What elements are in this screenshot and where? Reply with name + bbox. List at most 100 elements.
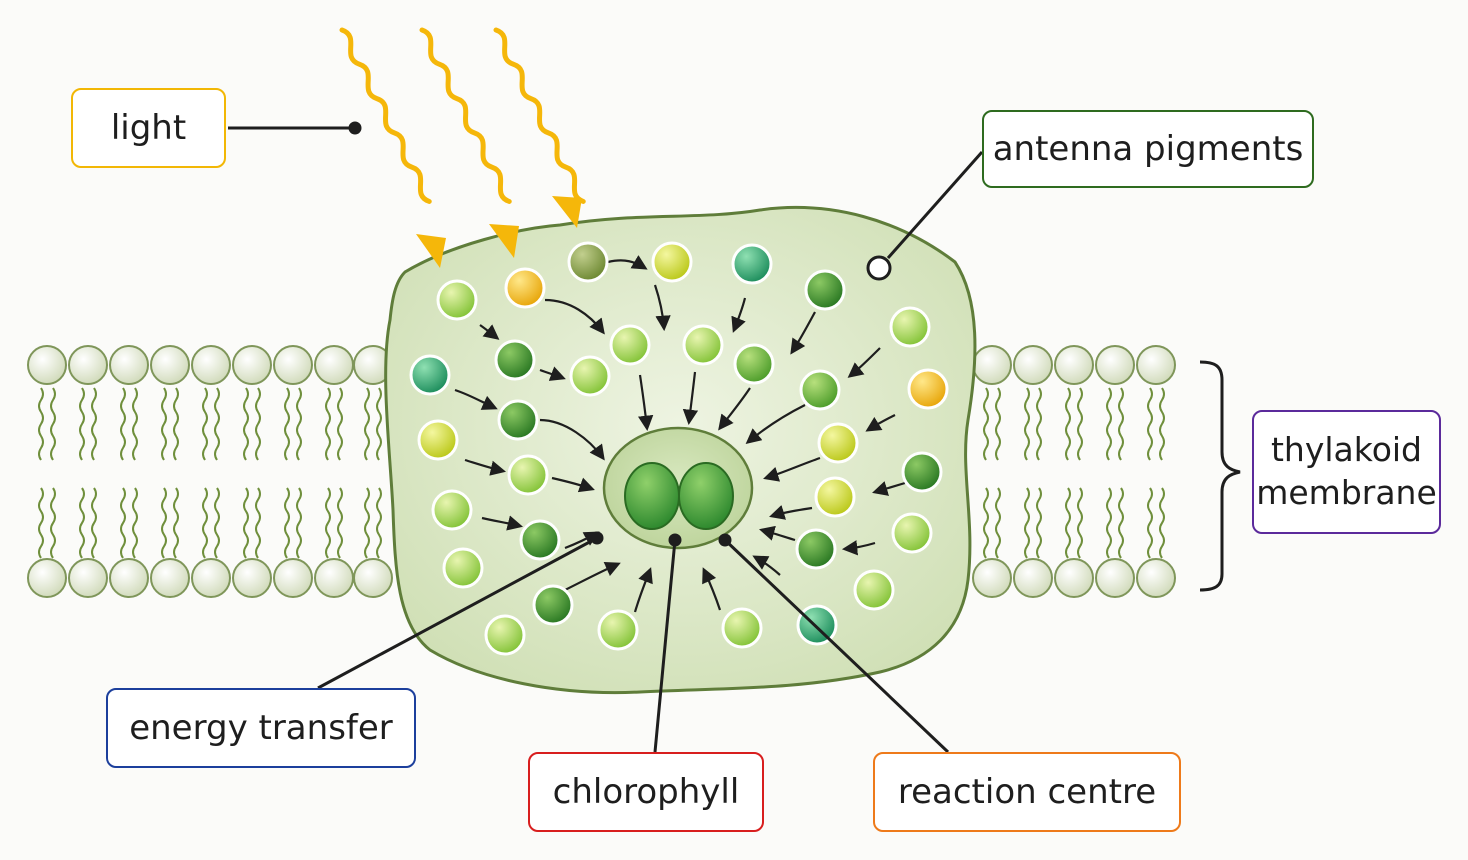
lipid-head: [1013, 558, 1053, 598]
pigment-molecule: [795, 528, 837, 570]
light-label: light: [71, 88, 226, 168]
lipid-tail: [1077, 387, 1083, 461]
lipid-tail: [364, 387, 370, 461]
lipid-tail: [173, 387, 179, 461]
lipid-head: [27, 558, 67, 598]
pigment-molecule: [431, 489, 473, 531]
pigment-molecule: [901, 451, 943, 493]
antenna-pointer-ring: [866, 255, 892, 281]
lipid-tail: [1147, 487, 1153, 559]
lipid-tail: [1036, 487, 1042, 559]
lipid-tail: [1159, 387, 1165, 461]
pigment-molecule: [504, 267, 546, 309]
pigment-molecule: [853, 569, 895, 611]
lipid-tail: [983, 387, 989, 461]
pigment-molecule: [497, 399, 539, 441]
chlorophyll-label: chlorophyll: [528, 752, 764, 832]
lipid-head: [191, 558, 231, 598]
lipid-tail: [202, 487, 208, 559]
pigment-molecule: [817, 422, 859, 464]
lipid-head: [1095, 345, 1135, 385]
chlorophyll-dimer-left: [624, 462, 680, 530]
lipid-head: [1054, 558, 1094, 598]
energy-transfer-pointer-dot: [590, 531, 604, 545]
pigment-molecule: [567, 241, 609, 283]
lipid-head: [232, 558, 272, 598]
lipid-tail: [337, 387, 343, 461]
lipid-tail: [364, 487, 370, 559]
lipid-tail: [296, 387, 302, 461]
light-rays: [339, 27, 586, 204]
pigment-molecule: [814, 476, 856, 518]
pigment-molecule: [442, 547, 484, 589]
pigment-molecule: [436, 279, 478, 321]
chlorophyll-label-text: chlorophyll: [552, 771, 740, 812]
lipid-tail: [983, 487, 989, 559]
lipid-tail: [243, 387, 249, 461]
pigment-molecule: [494, 339, 536, 381]
lipid-tail: [1118, 387, 1124, 461]
reaction-centre-label-text: reaction centre: [897, 771, 1157, 812]
lipid-tail: [995, 387, 1001, 461]
antenna-pigments-label: antenna pigments: [982, 110, 1314, 188]
lipid-tail: [50, 487, 56, 559]
lipid-tail: [376, 387, 382, 461]
lipid-head: [109, 345, 149, 385]
lipid-head: [314, 558, 354, 598]
thylakoid-membrane-label: thylakoid membrane: [1252, 410, 1441, 534]
pigment-molecule: [733, 343, 775, 385]
lipid-tail: [79, 487, 85, 559]
lipid-tail: [1159, 487, 1165, 559]
reaction-centre-label: reaction centre: [873, 752, 1181, 832]
lipid-tail: [1147, 387, 1153, 461]
lipid-tail: [120, 487, 126, 559]
pigment-molecule: [721, 607, 763, 649]
pigment-molecule: [569, 355, 611, 397]
lipid-tail: [376, 487, 382, 559]
membrane-tails-left: [38, 387, 382, 559]
light-label-text: light: [110, 107, 187, 148]
lipid-tail: [1077, 487, 1083, 559]
lipid-tail: [214, 487, 220, 559]
pigment-molecule: [409, 354, 451, 396]
lipid-tail: [173, 487, 179, 559]
lipid-tail: [1024, 487, 1030, 559]
pigment-molecule: [507, 454, 549, 496]
lipid-tail: [38, 387, 44, 461]
lipid-tail: [132, 487, 138, 559]
lipid-tail: [284, 387, 290, 461]
energy-transfer-label-text: energy transfer: [129, 707, 393, 748]
pigment-molecule: [889, 306, 931, 348]
lipid-head: [1095, 558, 1135, 598]
lipid-tail: [50, 387, 56, 461]
light-pointer-dot: [348, 121, 362, 135]
lipid-tail: [255, 387, 261, 461]
lipid-tail: [325, 387, 331, 461]
pigment-molecule: [731, 243, 773, 285]
lipid-tail: [214, 387, 220, 461]
lipid-tail: [1065, 387, 1071, 461]
lipid-tail: [1065, 487, 1071, 559]
pigment-molecule: [532, 584, 574, 626]
antenna-pigments-label-text: antenna pigments: [992, 128, 1304, 169]
leader-lines: [228, 121, 984, 754]
lipid-head: [1054, 345, 1094, 385]
lipid-tail: [202, 387, 208, 461]
lipid-head: [1013, 345, 1053, 385]
pigment-molecule: [609, 324, 651, 366]
antenna-pigments-group: [409, 241, 949, 656]
lipid-head: [27, 345, 67, 385]
lipid-tail: [120, 387, 126, 461]
lipid-head: [314, 345, 354, 385]
lipid-head: [109, 558, 149, 598]
lipid-tail: [1024, 387, 1030, 461]
lipid-head: [150, 558, 190, 598]
lipid-tail: [243, 487, 249, 559]
pigment-molecule: [651, 241, 693, 283]
pigment-molecule: [519, 519, 561, 561]
lipid-head: [68, 345, 108, 385]
lipid-head: [232, 345, 272, 385]
reaction-centre-pointer-dot: [718, 533, 732, 547]
chlorophyll-pointer-dot: [668, 533, 682, 547]
